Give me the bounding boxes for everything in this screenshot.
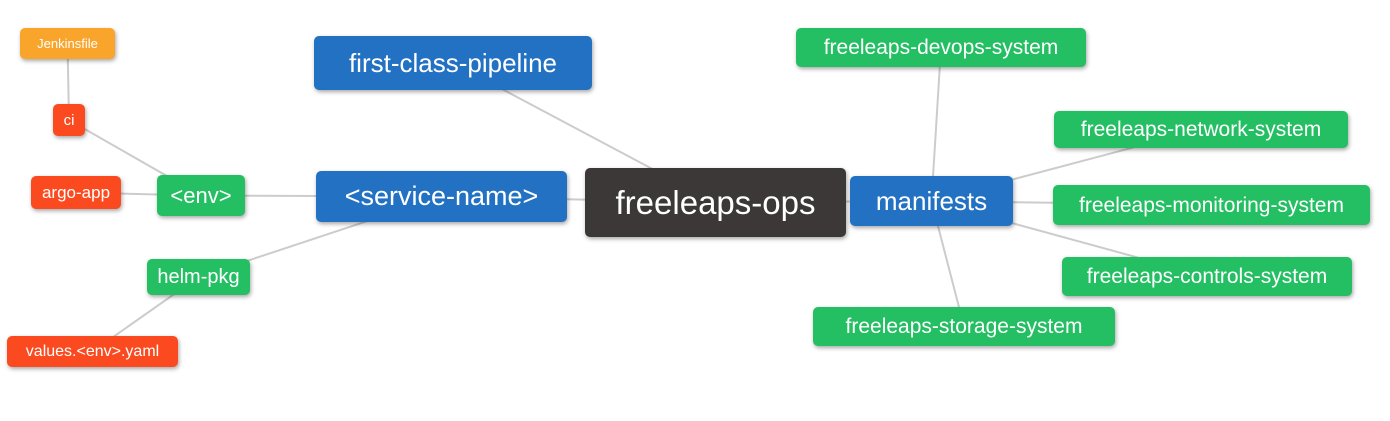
node-freeleaps-ops[interactable]: freeleaps-ops [585,168,846,237]
node-network-system[interactable]: freeleaps-network-system [1054,111,1348,148]
node-label: freeleaps-network-system [1080,118,1322,141]
node-label: freeleaps-ops [615,184,816,221]
node-label: freeleaps-controls-system [1086,265,1328,288]
node-env[interactable]: <env> [157,175,245,216]
node-label: <env> [170,182,232,208]
node-jenkinsfile[interactable]: Jenkinsfile [20,28,115,59]
node-helm-pkg[interactable]: helm-pkg [147,259,250,295]
node-service-name[interactable]: <service-name> [316,171,567,222]
node-monitoring-system[interactable]: freeleaps-monitoring-system [1053,185,1370,225]
node-label: freeleaps-monitoring-system [1079,193,1344,217]
node-ci[interactable]: ci [53,104,85,136]
node-label: ci [63,111,75,129]
node-label: freeleaps-storage-system [845,315,1083,338]
node-label: argo-app [41,183,111,202]
node-values-env-yaml[interactable]: values.<env>.yaml [7,336,178,367]
node-label: Jenkinsfile [37,36,98,51]
node-label: freeleaps-devops-system [823,36,1059,59]
node-argo-app[interactable]: argo-app [31,176,121,209]
node-label: first-class-pipeline [348,48,558,78]
node-label: <service-name> [344,181,539,211]
node-manifests[interactable]: manifests [850,176,1013,226]
node-label: values.<env>.yaml [25,342,160,360]
edge-manifests--devops-system [930,47,942,202]
node-first-class-pipeline[interactable]: first-class-pipeline [314,36,592,90]
node-storage-system[interactable]: freeleaps-storage-system [813,307,1115,346]
node-devops-system[interactable]: freeleaps-devops-system [796,28,1086,67]
node-controls-system[interactable]: freeleaps-controls-system [1062,257,1352,296]
node-label: manifests [875,186,988,216]
node-label: helm-pkg [157,266,240,288]
